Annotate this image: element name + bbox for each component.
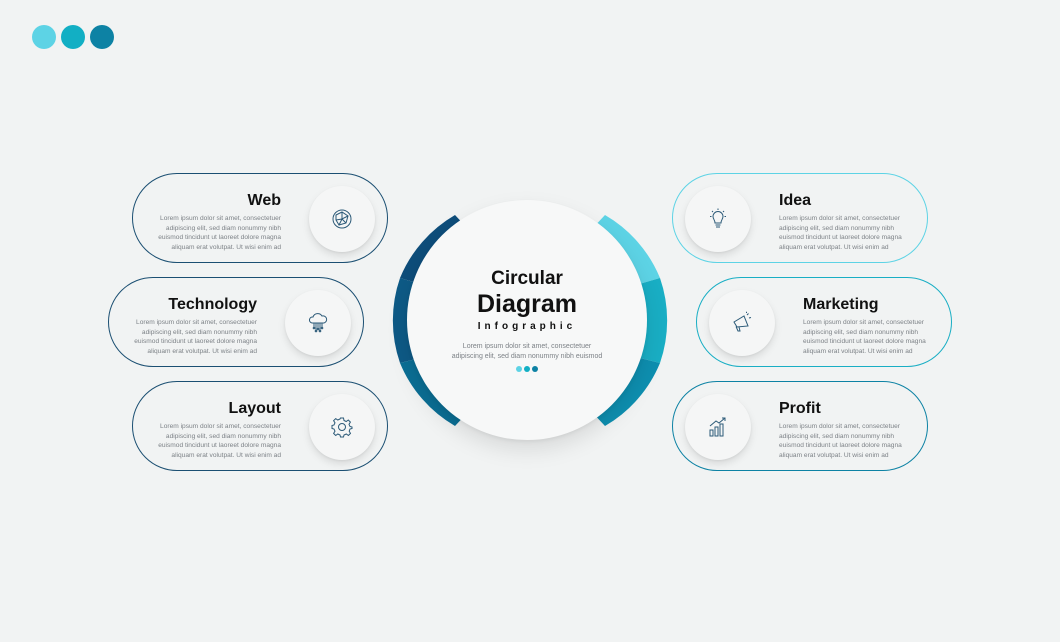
item-title: Profit — [779, 400, 821, 417]
item-title: Idea — [779, 192, 812, 209]
item-title: Technology — [168, 296, 257, 313]
center-title-line2: Diagram — [476, 290, 578, 318]
item-description: Lorem ipsum dolor sit amet, consectetuer… — [779, 215, 902, 251]
item-technology: Technology Lorem ipsum dolor sit amet, c… — [108, 277, 364, 367]
icon-holder — [709, 290, 775, 356]
dot-mid — [61, 25, 85, 49]
dot-dark — [90, 25, 114, 49]
gear-icon — [331, 417, 353, 438]
item-description: Lorem ipsum dolor sit amet, consectetuer… — [158, 423, 281, 459]
center-title-line3: Infographic — [477, 321, 577, 332]
item-layout: Layout Lorem ipsum dolor sit amet, conse… — [132, 381, 388, 471]
megaphone-icon — [733, 311, 752, 332]
cloud-circuit-icon — [308, 313, 328, 333]
item-title: Layout — [228, 400, 281, 417]
icon-holder — [685, 394, 751, 460]
center-dots — [407, 366, 647, 372]
icon-holder — [685, 186, 751, 252]
item-title: Marketing — [803, 296, 879, 313]
icon-holder — [309, 186, 375, 252]
center-title-line1: Circular — [491, 268, 563, 289]
item-description: Lorem ipsum dolor sit amet, consectetuer… — [803, 319, 926, 355]
decorative-dots — [32, 25, 114, 49]
item-profit: Profit Lorem ipsum dolor sit amet, conse… — [672, 381, 928, 471]
item-web: Web Lorem ipsum dolor sit amet, consecte… — [132, 173, 388, 263]
item-description: Lorem ipsum dolor sit amet, consectetuer… — [134, 319, 257, 355]
center-circle: Circular Diagram Infographic Lorem ipsum… — [407, 200, 647, 440]
center-dot — [524, 366, 530, 372]
lightbulb-icon — [710, 208, 726, 228]
center-dot — [532, 366, 538, 372]
item-description: Lorem ipsum dolor sit amet, consectetuer… — [158, 215, 281, 251]
item-title: Web — [247, 192, 281, 209]
item-marketing: Marketing Lorem ipsum dolor sit amet, co… — [696, 277, 952, 367]
icon-holder — [285, 290, 351, 356]
center-description: Lorem ipsum dolor sit amet, consectetuer… — [451, 343, 603, 360]
item-description: Lorem ipsum dolor sit amet, consectetuer… — [779, 423, 902, 459]
dot-light — [32, 25, 56, 49]
globe-network-icon — [332, 209, 352, 229]
growth-chart-icon — [709, 417, 726, 437]
item-idea: Idea Lorem ipsum dolor sit amet, consect… — [672, 173, 928, 263]
center-dot — [516, 366, 522, 372]
icon-holder — [309, 394, 375, 460]
